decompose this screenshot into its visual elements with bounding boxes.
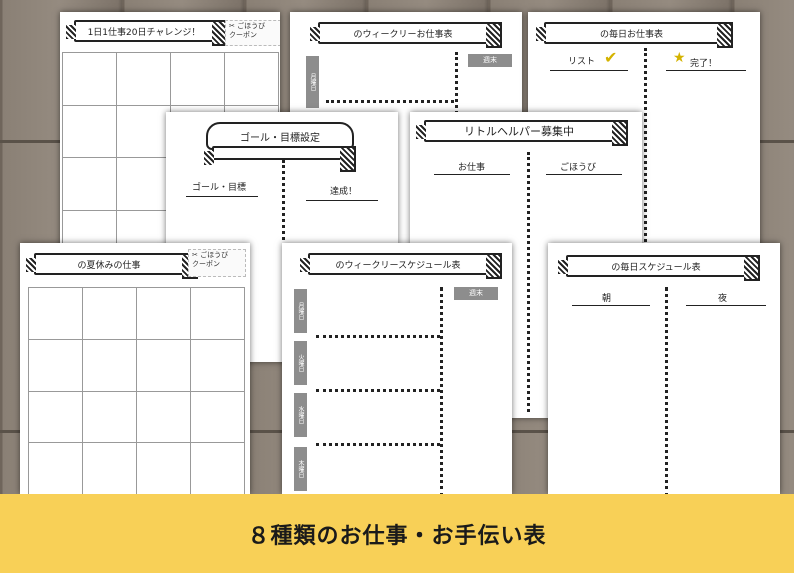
underline <box>546 174 622 175</box>
ribbon-tail <box>204 146 356 172</box>
divider <box>665 287 668 494</box>
sheet-title: の夏休みの仕事 <box>26 253 198 279</box>
sheet-title: リトルヘルパー募集中 <box>416 120 628 146</box>
underline <box>572 305 650 306</box>
divider <box>440 287 443 494</box>
check-icon: ✔ <box>604 48 618 67</box>
morning-label: 朝 <box>602 294 612 304</box>
day-tab: 火曜日 <box>294 341 307 385</box>
coupon-label: ごほうび クーポン <box>229 22 266 39</box>
reward-label: ごほうび <box>560 163 597 173</box>
sheet-daily-schedule[interactable]: の毎日スケジュール表 朝 夜 <box>548 243 780 494</box>
divider <box>316 335 440 338</box>
goal-label: ゴール・目標 <box>192 183 247 193</box>
sheet-title: のウィークリーお仕事表 <box>310 22 502 48</box>
reward-coupon: ✂ ごほうび クーポン <box>225 20 280 46</box>
day-tab: 木曜日 <box>294 447 307 491</box>
scissors-icon: ✂ <box>192 251 198 259</box>
divider <box>527 152 530 412</box>
scissors-icon: ✂ <box>229 22 235 30</box>
underline <box>434 174 510 175</box>
sheet-title: 1日1仕事20日チャレンジ！ <box>66 20 228 46</box>
day-tab: 月曜日 <box>294 289 307 333</box>
caption-banner: ８種類のお仕事・お手伝い表 <box>0 494 794 573</box>
underline <box>306 200 378 201</box>
star-icon: ★ <box>673 50 686 66</box>
sheet-title: の毎日スケジュール表 <box>558 255 760 281</box>
list-label: リスト <box>568 57 596 67</box>
achieved-label: 達成！ <box>330 187 358 197</box>
divider <box>316 443 440 446</box>
sheet-title: のウィークリースケジュール表 <box>300 253 502 279</box>
divider <box>326 100 454 103</box>
reward-coupon: ✂ ごほうび クーポン <box>188 249 246 277</box>
sheet-weekly-schedule[interactable]: のウィークリースケジュール表 週末 月曜日 火曜日 水曜日 木曜日 <box>282 243 512 494</box>
coupon-label: ごほうび クーポン <box>192 251 229 268</box>
day-tab: 水曜日 <box>294 393 307 437</box>
underline <box>550 70 628 71</box>
sheet-summer[interactable]: の夏休みの仕事 ✂ ごほうび クーポン <box>20 243 250 494</box>
night-label: 夜 <box>718 294 728 304</box>
done-label: 完了！ <box>690 59 718 69</box>
weekend-tab: 週末 <box>468 54 512 67</box>
caption-text: ８種類のお仕事・お手伝い表 <box>247 523 547 549</box>
weekend-tab: 週末 <box>454 287 498 300</box>
divider <box>644 48 647 248</box>
divider <box>316 389 440 392</box>
underline <box>666 70 746 71</box>
task-grid <box>28 287 245 494</box>
work-label: お仕事 <box>458 163 486 173</box>
sheet-title: の毎日お仕事表 <box>536 22 733 48</box>
underline <box>686 305 766 306</box>
underline <box>186 196 258 197</box>
day-tab: 月曜日 <box>306 56 319 108</box>
